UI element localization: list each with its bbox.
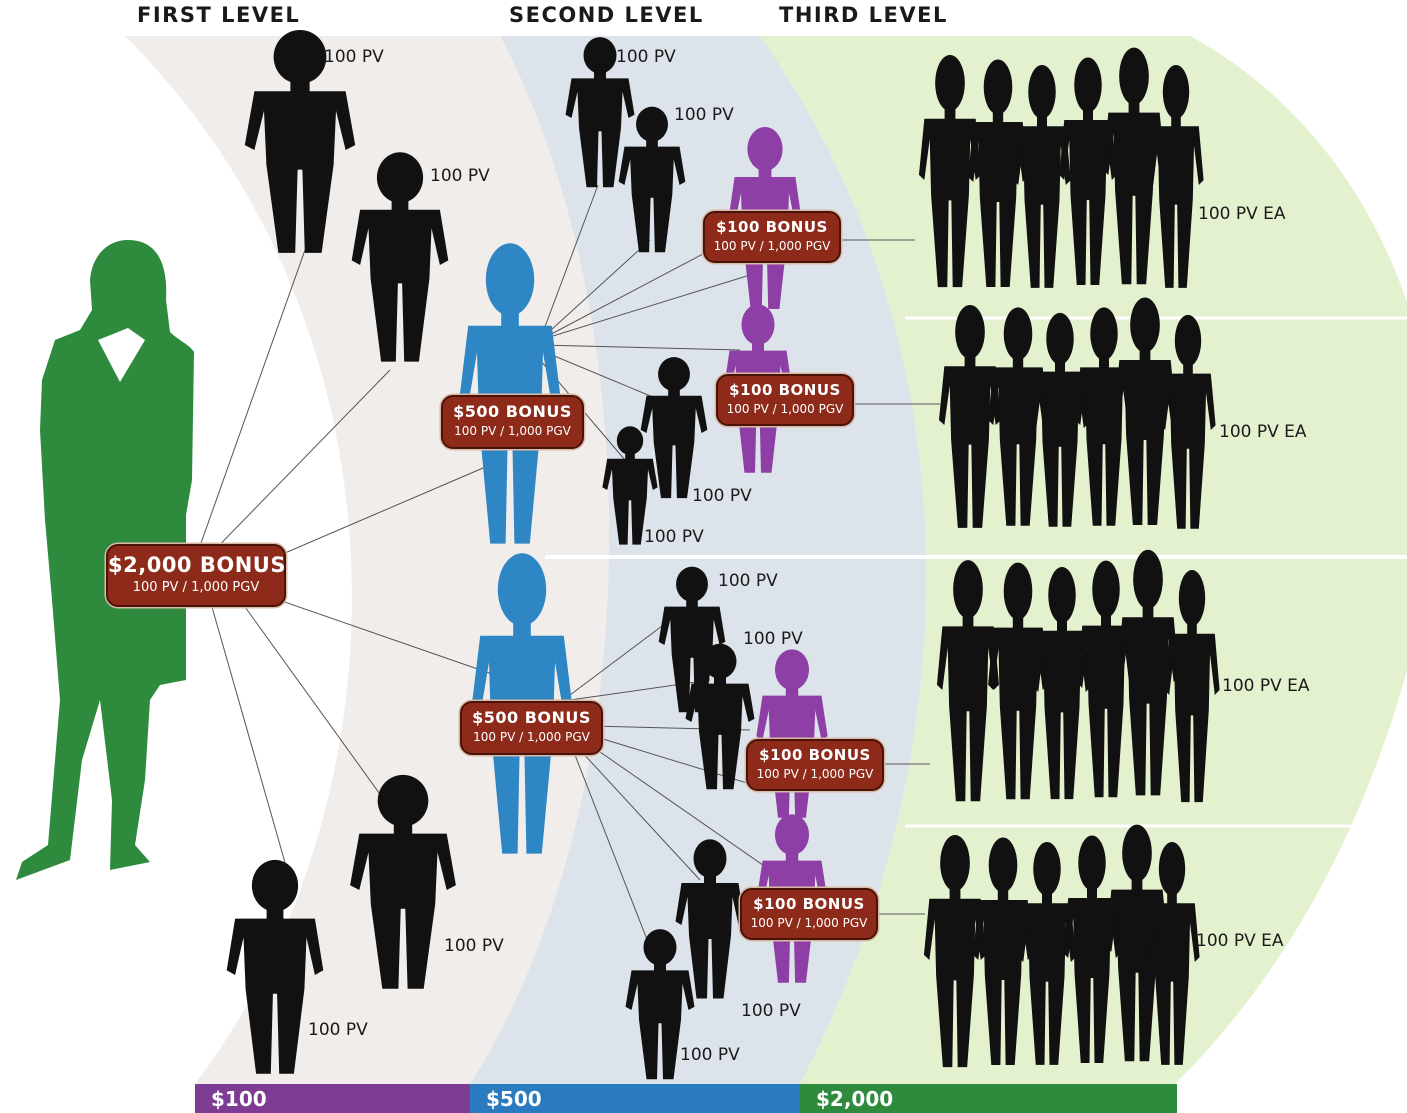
bonus-subtitle: 100 PV / 1,000 PGV xyxy=(454,424,571,438)
woman-silhouette-icon xyxy=(16,240,194,880)
bonus-badge-third-1: $100 BONUS 100 PV / 1,000 PGV xyxy=(703,211,841,263)
bonus-title: $500 BONUS xyxy=(472,708,591,727)
bonus-badge-third-4: $100 BONUS 100 PV / 1,000 PGV xyxy=(740,888,878,940)
third-level-heading: THIRD LEVEL xyxy=(779,3,948,27)
bonus-subtitle: 100 PV / 1,000 PGV xyxy=(756,767,874,781)
bottom-bar-second-level: $500 xyxy=(470,1084,800,1113)
bonus-title: $100 BONUS xyxy=(729,381,841,399)
pv-label: 100 PV xyxy=(616,47,676,67)
pv-label: 100 PV xyxy=(644,527,704,547)
bottom-bar-third-level: $2,000 xyxy=(800,1084,1177,1113)
bonus-subtitle: 100 PV / 1,000 PGV xyxy=(726,402,844,416)
pv-label: 100 PV xyxy=(444,936,504,956)
pv-label: 100 PV xyxy=(718,571,778,591)
pv-label: 100 PV xyxy=(680,1045,740,1065)
band-second-level xyxy=(470,36,927,1084)
pv-label: 100 PV xyxy=(741,1001,801,1021)
pv-label: 100 PV xyxy=(743,629,803,649)
bonus-subtitle: 100 PV / 1,000 PGV xyxy=(473,730,590,744)
background-bands xyxy=(125,36,1407,1084)
bonus-title: $100 BONUS xyxy=(759,746,871,764)
pv-label: 100 PV xyxy=(692,486,752,506)
bonus-title: $100 BONUS xyxy=(753,895,865,913)
bonus-title: $500 BONUS xyxy=(453,402,572,421)
bottom-bar-first-level: $100 xyxy=(195,1084,470,1113)
bonus-badge-top: $2,000 BONUS 100 PV / 1,000 PGV xyxy=(106,544,286,607)
pv-label: 100 PV xyxy=(324,47,384,67)
band-third-level xyxy=(760,36,1407,1084)
band-first-level xyxy=(125,36,610,1084)
bonus-badge-third-3: $100 BONUS 100 PV / 1,000 PGV xyxy=(746,739,884,791)
bonus-badge-third-2: $100 BONUS 100 PV / 1,000 PGV xyxy=(716,374,854,426)
bonus-badge-second-upper: $500 BONUS 100 PV / 1,000 PGV xyxy=(441,395,584,449)
pv-label: 100 PV xyxy=(308,1020,368,1040)
bonus-badge-second-lower: $500 BONUS 100 PV / 1,000 PGV xyxy=(460,701,603,755)
pv-each-label: 100 PV EA xyxy=(1219,422,1307,442)
pv-each-label: 100 PV EA xyxy=(1196,931,1284,951)
first-level-heading: FIRST LEVEL xyxy=(137,3,301,27)
bonus-title: $100 BONUS xyxy=(716,218,828,236)
bonus-subtitle: 100 PV / 1,000 PGV xyxy=(132,580,260,595)
bonus-subtitle: 100 PV / 1,000 PGV xyxy=(713,239,831,253)
pv-label: 100 PV xyxy=(674,105,734,125)
pv-each-label: 100 PV EA xyxy=(1222,676,1310,696)
pv-each-label: 100 PV EA xyxy=(1198,204,1286,224)
bonus-title: $2,000 BONUS xyxy=(108,553,286,577)
bonus-subtitle: 100 PV / 1,000 PGV xyxy=(750,916,868,930)
second-level-heading: SECOND LEVEL xyxy=(509,3,704,27)
pv-label: 100 PV xyxy=(430,166,490,186)
